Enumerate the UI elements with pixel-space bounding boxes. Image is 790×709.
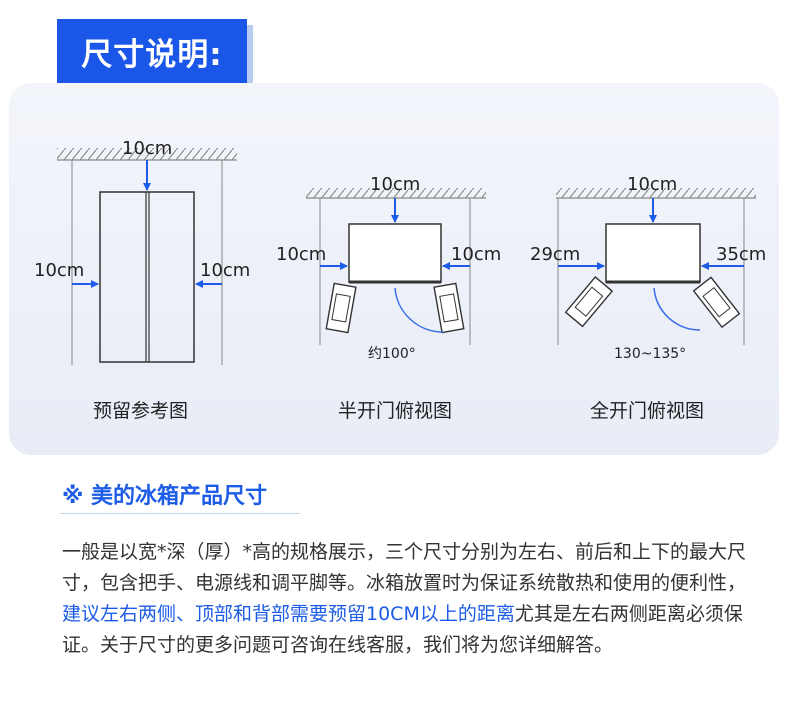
description-paragraph: 一般是以宽*深（厚）*高的规格展示，三个尺寸分别为左右、前后和上下的最大尺寸，包… bbox=[62, 537, 762, 661]
top-label: 10cm bbox=[627, 174, 677, 195]
caption-half-open: 半开门俯视图 bbox=[338, 400, 453, 422]
left-door bbox=[564, 276, 614, 328]
right-door bbox=[692, 276, 741, 329]
angle-arc bbox=[394, 287, 444, 333]
top-label: 10cm bbox=[122, 138, 172, 159]
caption-reference: 预留参考图 bbox=[93, 400, 189, 422]
page-title: 尺寸说明: bbox=[81, 37, 223, 73]
fridge-body bbox=[605, 223, 701, 283]
left-label: 10cm bbox=[276, 244, 326, 265]
right-door bbox=[433, 282, 465, 334]
ceiling-hatch bbox=[57, 148, 237, 160]
para-text-1: 一般是以宽*深（厚）*高的规格展示，三个尺寸分别为左右、前后和上下的最大尺寸，包… bbox=[62, 541, 747, 594]
title-banner: 尺寸说明: bbox=[57, 19, 247, 91]
left-door bbox=[325, 282, 357, 334]
fridge-body bbox=[348, 223, 442, 283]
caption-full-open: 全开门俯视图 bbox=[590, 400, 705, 422]
right-label: 10cm bbox=[200, 260, 250, 281]
angle-arc bbox=[653, 287, 701, 331]
right-label: 10cm bbox=[451, 244, 501, 265]
left-label: 10cm bbox=[34, 260, 84, 281]
diagram-reference: 10cm 10cm 10cm bbox=[34, 138, 250, 365]
left-label: 29cm bbox=[530, 244, 580, 265]
fridge-front bbox=[99, 191, 195, 363]
top-label: 10cm bbox=[370, 174, 420, 195]
angle-label: 约100° bbox=[368, 346, 416, 362]
right-label: 35cm bbox=[716, 244, 766, 265]
diagram-half-open: 10cm 10cm 10cm 约100° bbox=[276, 174, 501, 362]
para-text-2: 尤其是左右两侧距离必须保证。关于尺寸的更多问题可咨询在线客服，我们将为您详细解答… bbox=[62, 603, 743, 656]
section-title: ※ 美的冰箱产品尺寸 bbox=[62, 484, 268, 509]
section-divider bbox=[60, 513, 300, 514]
angle-label: 130~135° bbox=[614, 346, 686, 362]
para-highlight: 建议左右两侧、顶部和背部需要预留10CM以上的距离 bbox=[62, 603, 515, 625]
diagram-full-open: 10cm 29cm 35cm 130~135° bbox=[530, 174, 766, 362]
back-wall-hatch bbox=[306, 188, 486, 198]
back-wall-hatch bbox=[556, 188, 756, 198]
